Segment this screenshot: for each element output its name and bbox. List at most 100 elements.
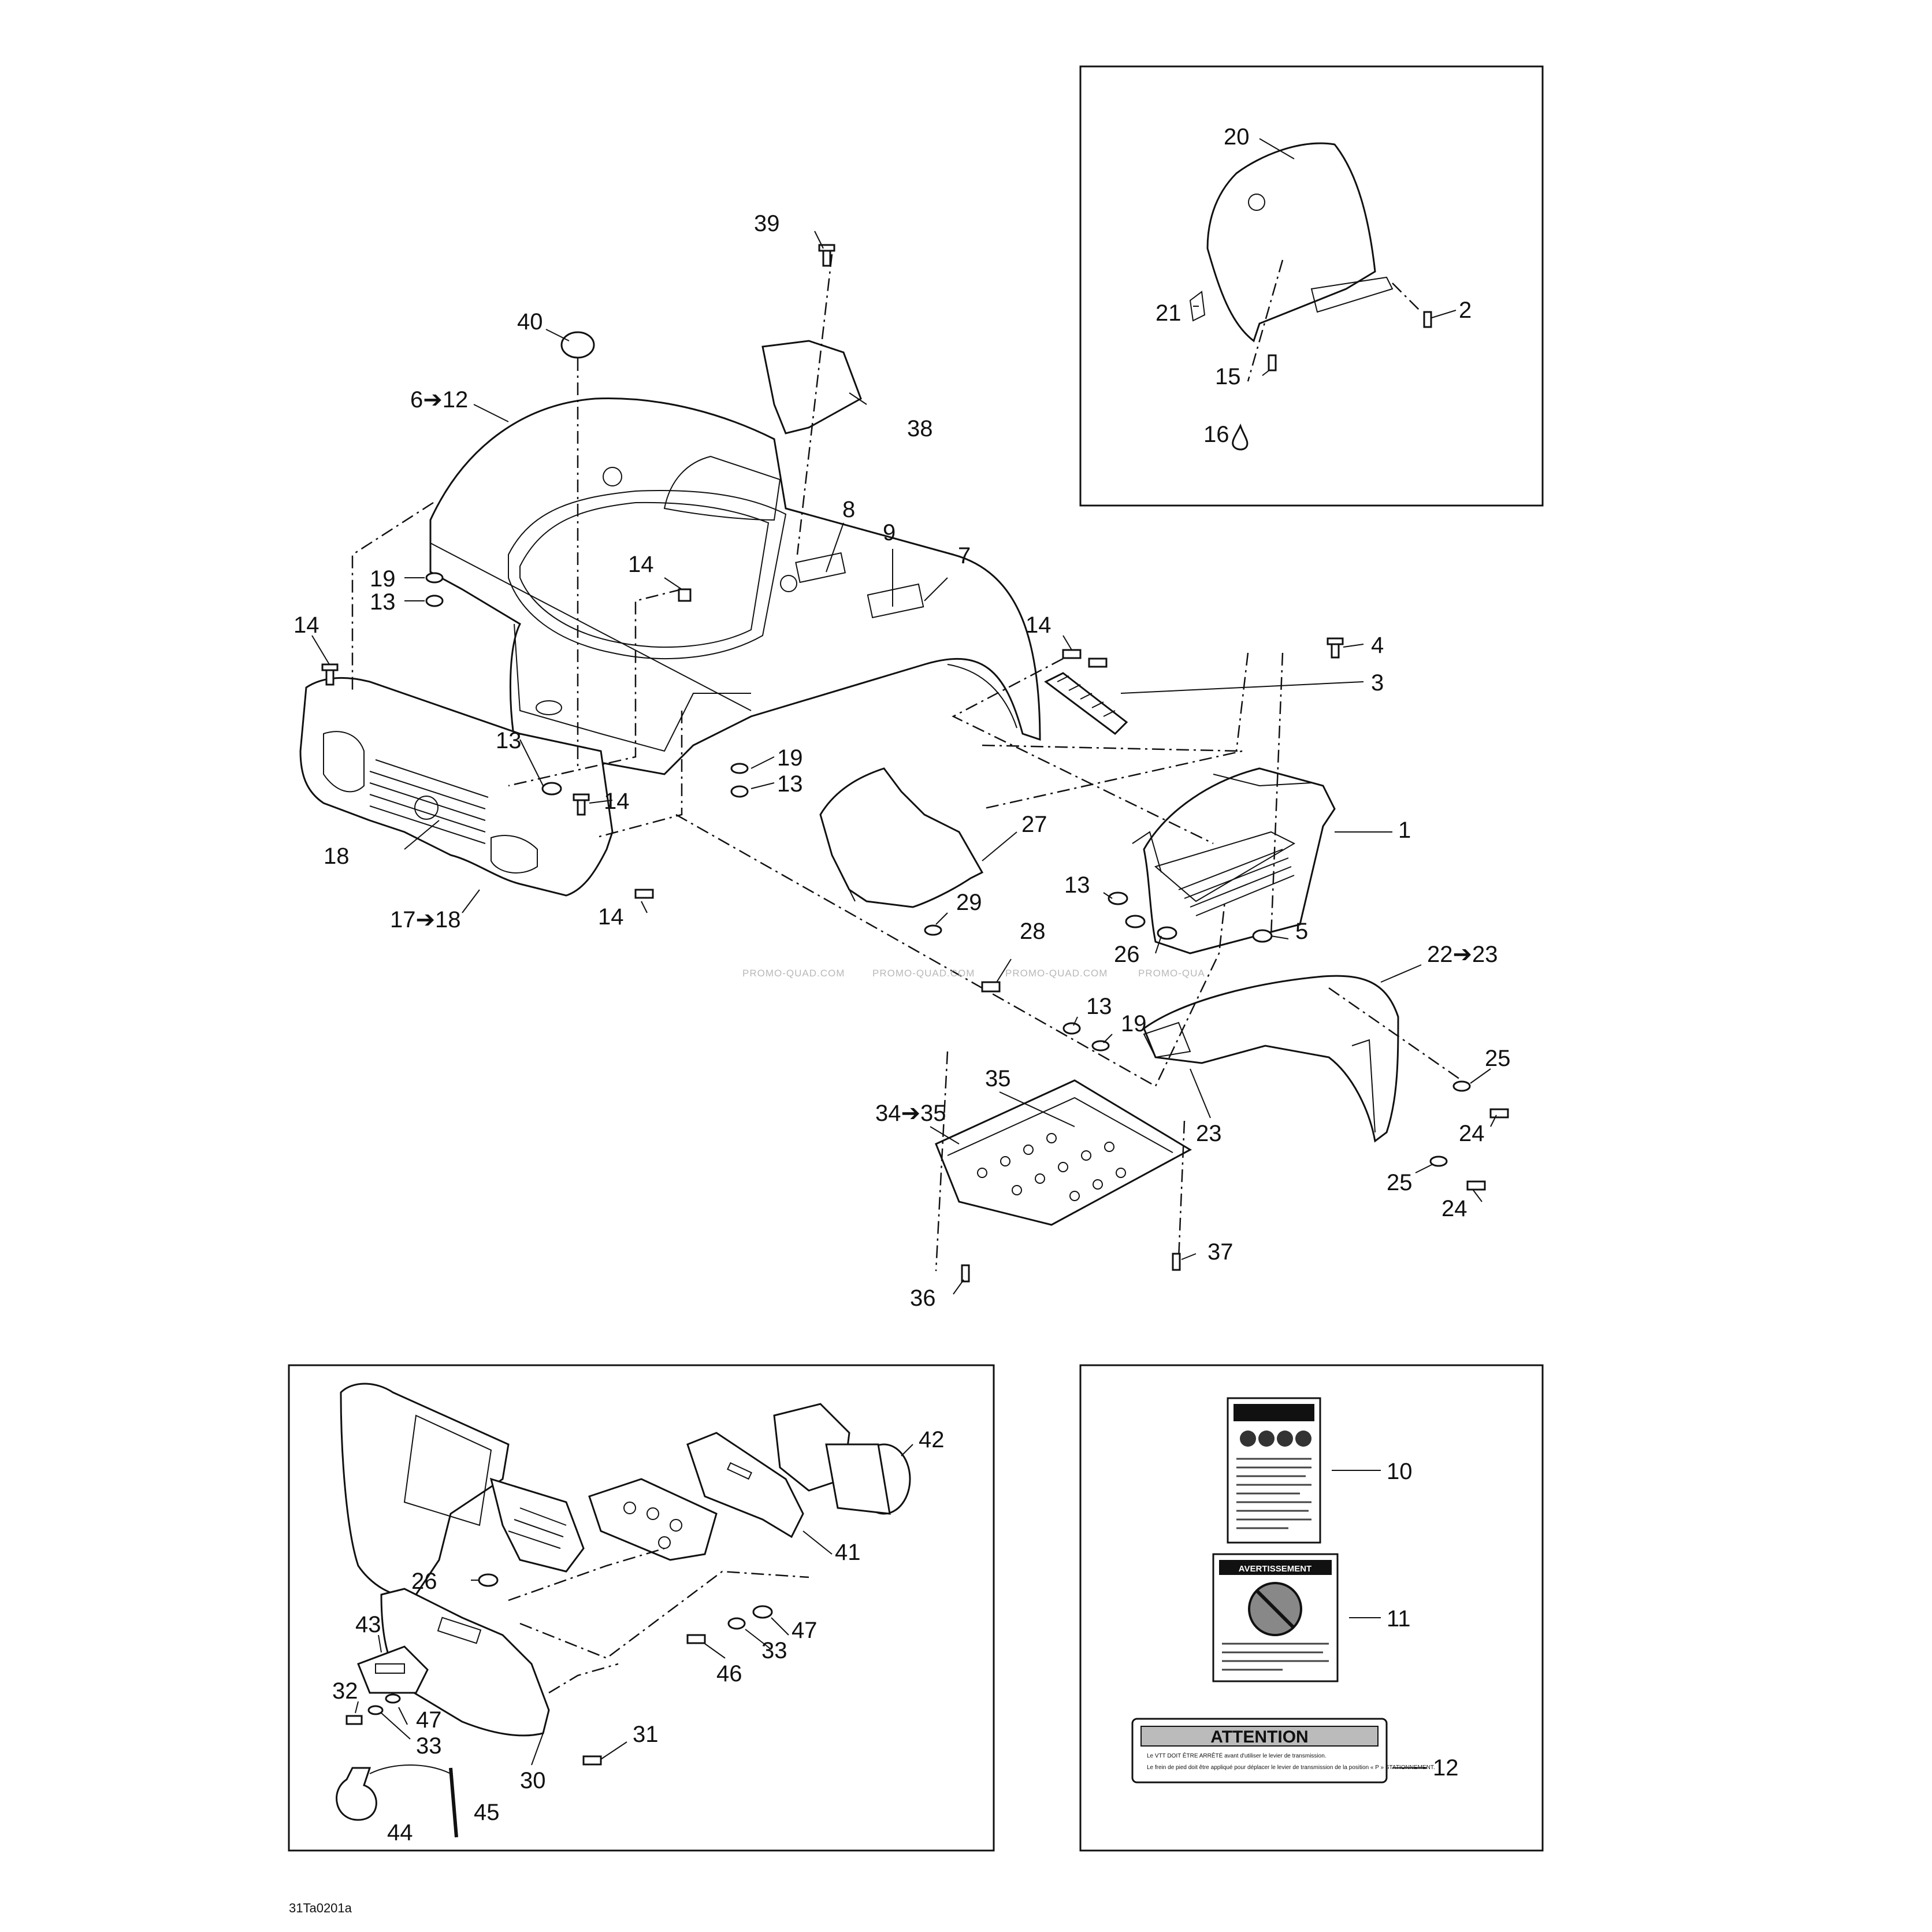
callout-20: 20 [1224, 124, 1250, 150]
callout-28: 28 [1020, 919, 1046, 944]
callout-46: 46 [716, 1661, 742, 1686]
callout-25a: 25 [1485, 1046, 1511, 1071]
nut-13-fr [1108, 891, 1128, 905]
callout-12: 12 [1433, 1755, 1459, 1781]
callout-17-18: 17➔18 [390, 907, 461, 932]
winch-bracket-part [686, 1432, 804, 1539]
callout-39: 39 [754, 211, 780, 236]
winch-part [773, 1403, 911, 1515]
callout-30: 30 [520, 1768, 546, 1793]
callout-24a: 24 [1459, 1121, 1485, 1146]
cap-part [560, 331, 595, 359]
diagram-code: 31Ta0201a [289, 1901, 352, 1915]
washer-29 [924, 924, 942, 936]
callout-19-mid: 19 [777, 745, 803, 771]
nut-5 [1252, 929, 1273, 943]
callout-4: 4 [1371, 633, 1384, 658]
callout-10: 10 [1387, 1459, 1413, 1484]
front-bumper-part [299, 677, 614, 897]
callout-5: 5 [1295, 919, 1308, 944]
nut-13-low [1062, 1022, 1081, 1035]
callout-13-left: 13 [370, 589, 396, 615]
screw-37 [1172, 1253, 1181, 1271]
decal-12-line1: Le VTT DOIT ÊTRE ARRÊTÉ avant d'utiliser… [1147, 1752, 1327, 1759]
inset-frame-top-right [1079, 65, 1544, 507]
callout-14-left: 14 [293, 612, 319, 638]
callout-45: 45 [474, 1800, 500, 1825]
callout-7: 7 [958, 543, 971, 569]
screw-14-bottom [573, 793, 590, 816]
washer-19-low [1091, 1040, 1110, 1052]
watermark-3: PROMO-QUAD.COM [1005, 968, 1108, 979]
nut-26-inset [478, 1573, 499, 1587]
skid-plate-part [935, 1079, 1192, 1226]
washer-47-lower [367, 1705, 384, 1715]
nut-26-fr2 [1157, 926, 1177, 940]
nut-19-mid [730, 763, 749, 774]
callout-14-top: 14 [628, 552, 654, 577]
callout-33b: 33 [416, 1733, 442, 1759]
callout-3: 3 [1371, 670, 1384, 696]
callout-2: 2 [1459, 298, 1472, 323]
screw-46 [686, 1634, 706, 1644]
watermark-1: PROMO-QUAD.COM [742, 968, 845, 979]
grip-ribs [1057, 675, 1116, 717]
nut-26-fr [1125, 915, 1146, 928]
screw-36 [961, 1264, 970, 1283]
decal-12-line2: Le frein de pied doit être appliqué pour… [1147, 1764, 1435, 1771]
callout-26-fr: 26 [1114, 942, 1140, 967]
footrest-part [1132, 767, 1336, 954]
washer-25b [1429, 1156, 1448, 1167]
callout-41: 41 [835, 1540, 861, 1565]
pin-part [449, 1767, 458, 1838]
bracket-part [761, 340, 862, 434]
washer-47-inset [752, 1605, 773, 1619]
callout-34-35: 34➔35 [875, 1101, 946, 1126]
callout-13-fr: 13 [1064, 872, 1090, 898]
washer-33-lower [385, 1693, 401, 1704]
callout-13-low: 13 [1086, 994, 1112, 1019]
front-rack-part [340, 1383, 585, 1597]
callout-36: 36 [910, 1285, 936, 1311]
front-fender-part [429, 397, 1041, 775]
decal-11: AVERTISSEMENT [1212, 1553, 1339, 1682]
hook-strap-part [369, 1764, 451, 1774]
callout-14-right: 14 [1026, 612, 1052, 638]
callout-35: 35 [985, 1066, 1011, 1091]
callout-38: 38 [907, 416, 933, 441]
callout-40: 40 [517, 309, 543, 335]
callout-8: 8 [842, 497, 855, 522]
callout-18: 18 [324, 844, 350, 869]
callout-37: 37 [1208, 1239, 1233, 1265]
callouts: 39 40 6➔12 38 8 9 7 14 19 13 14 14 4 3 1… [293, 124, 1511, 1845]
callout-13-mid: 13 [496, 728, 522, 753]
rear-fender-part [1143, 975, 1399, 1143]
screw-31 [582, 1755, 602, 1766]
screw-15 [1268, 354, 1277, 371]
callout-24b: 24 [1441, 1196, 1467, 1221]
callout-21: 21 [1156, 300, 1182, 326]
callout-27: 27 [1021, 812, 1047, 837]
callout-16: 16 [1203, 422, 1229, 447]
callout-6-12: 6➔12 [410, 387, 468, 413]
leader-lines [311, 138, 1497, 1768]
callout-31: 31 [633, 1722, 659, 1747]
screw-4 [1327, 637, 1344, 659]
screw-39 [818, 244, 835, 267]
inset-frame-bottom-left [288, 1364, 995, 1852]
callout-33a: 33 [761, 1638, 787, 1663]
nut-13-mid [541, 782, 562, 796]
callout-23: 23 [1196, 1121, 1222, 1146]
decal-11-title: AVERTISSEMENT [1239, 1564, 1311, 1574]
callout-44: 44 [387, 1820, 413, 1845]
callout-13-mid2: 13 [777, 771, 803, 797]
washer-25a [1452, 1080, 1471, 1092]
callout-47a: 47 [792, 1618, 818, 1643]
drop-icon [1232, 423, 1249, 451]
callout-19-left: 19 [370, 566, 396, 592]
callout-25b: 25 [1387, 1170, 1413, 1195]
watermark-4: PROMO-QUA [1138, 968, 1205, 979]
screw-24b [1466, 1180, 1486, 1191]
callout-32: 32 [332, 1678, 358, 1704]
